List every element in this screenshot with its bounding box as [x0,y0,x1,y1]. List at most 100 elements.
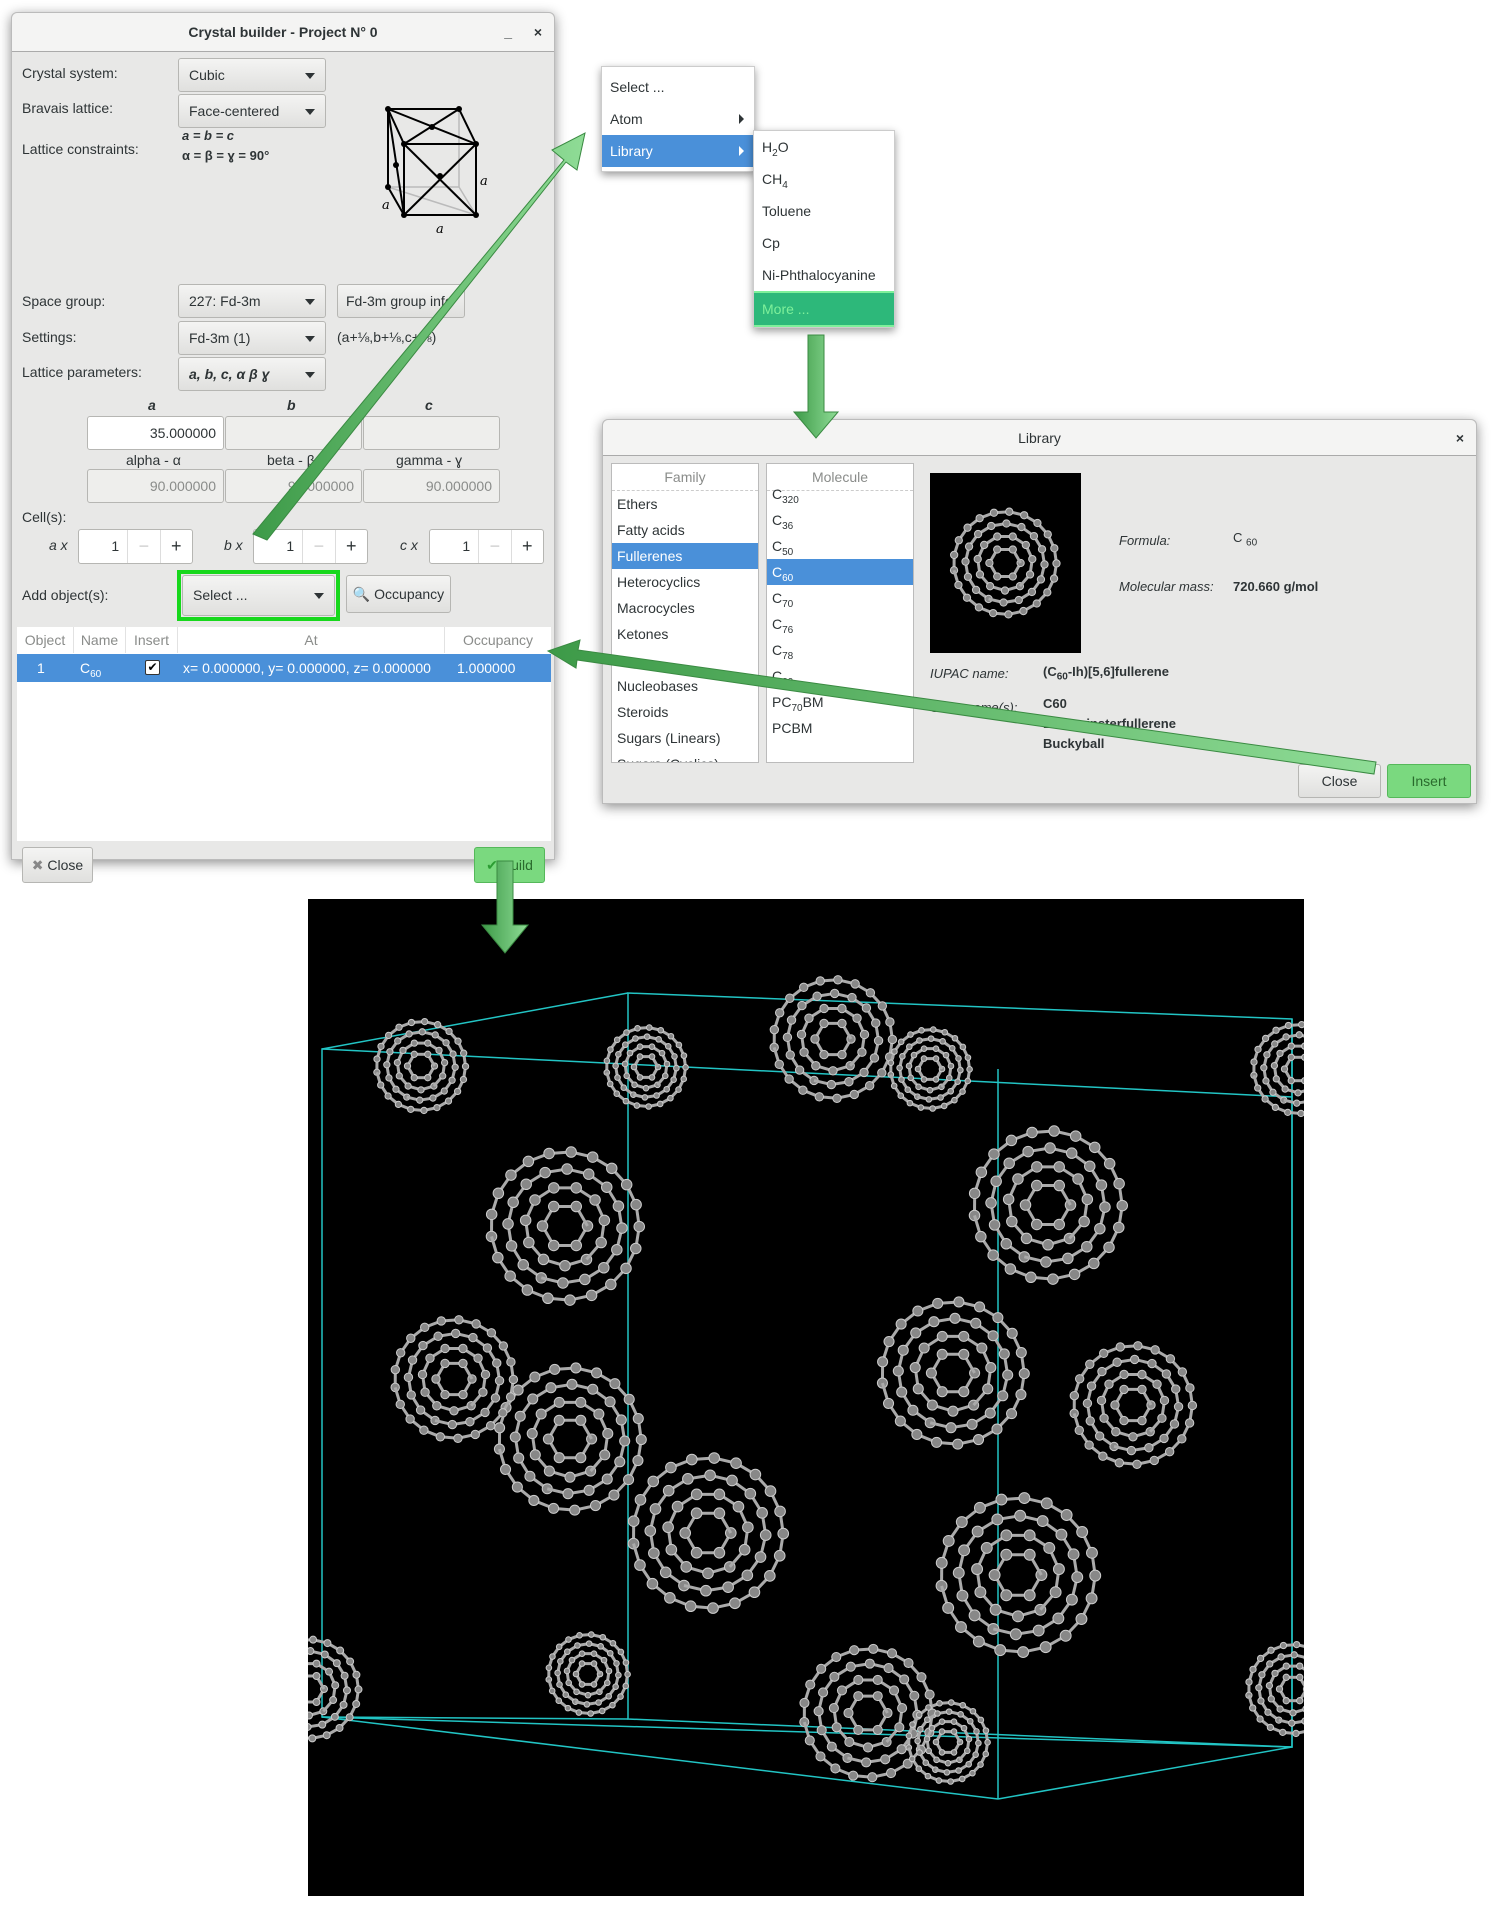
molecule-item[interactable]: PCBM [772,720,813,736]
cell-b-spinner[interactable]: 1−+ [253,529,368,564]
menu-item-library[interactable]: Library [602,135,754,167]
family-item[interactable]: Ethers [617,496,658,512]
molecule-item[interactable]: C320 [772,486,799,506]
library-title-bar: Library × [603,420,1476,456]
family-item[interactable]: Sugars (Linears) [617,730,721,746]
header-at[interactable]: At [178,627,445,653]
family-item[interactable]: Sugars (Cyclics) [612,751,758,762]
plus-button[interactable]: + [159,530,192,563]
family-item[interactable]: Fatty acids [617,522,685,538]
other-names-label: Other name(s): [930,700,1018,715]
space-group-value: 227: Fd-3m [189,293,261,309]
molecule-item[interactable]: C36 [772,512,794,532]
header-name[interactable]: Name [74,627,126,653]
molecule-header: Molecule [767,464,913,491]
family-item[interactable]: Macrocycles [617,600,695,616]
cell-c-spinner[interactable]: 1−+ [429,529,544,564]
c60-molecule [603,1024,689,1110]
param-b-input[interactable] [225,416,362,450]
header-object[interactable]: Object [17,627,74,653]
object-occupancy: 1.000000 [457,660,516,676]
gamma-input[interactable]: 90.000000 [363,469,500,503]
lattice-params-combo[interactable]: a, b, c, α β ɣ [178,357,326,391]
header-occupancy[interactable]: Occupancy [462,632,534,648]
crystal-3d-view[interactable] [308,899,1304,1896]
close-button[interactable]: ✖ Close [22,847,93,883]
cell-b-value[interactable]: 1 [286,538,295,554]
header-insert[interactable]: Insert [126,627,178,653]
close-window-button[interactable]: × [533,24,542,40]
molecule-item[interactable]: C70 [772,590,794,610]
library-close-icon[interactable]: × [1455,430,1464,446]
molecule-item[interactable]: C76 [772,616,794,636]
space-group-label: Space group: [22,293,106,309]
add-object-select[interactable]: Select ... [182,575,335,616]
menu-item-more[interactable]: More ... [754,291,894,327]
minus-button[interactable]: − [127,530,159,563]
add-object-menu: Select ... Atom Library [601,66,755,172]
occupancy-label: Occupancy [374,586,445,602]
cell-a-value[interactable]: 1 [111,538,120,554]
cell-c-value[interactable]: 1 [462,538,471,554]
plus-button[interactable]: + [510,530,543,563]
crystal-system-combo[interactable]: Cubic [178,58,326,92]
family-item[interactable]: Steroids [617,704,669,720]
settings-label: Settings: [22,329,77,345]
molecule-item[interactable]: C80 [772,668,794,688]
other-name: C60 [1043,696,1067,711]
iupac-label: IUPAC name: [930,666,1009,681]
menu-item-select[interactable]: Select ... [610,79,665,95]
mass-value: 720.660 g/mol [1233,579,1319,594]
chevron-down-icon [314,593,324,599]
submenu-item[interactable]: H2O [762,139,789,159]
family-item[interactable]: Ketones [617,626,669,642]
family-item[interactable] [612,647,758,673]
alpha-label: alpha - α [126,452,181,468]
beta-input[interactable]: 90.000000 [225,469,362,503]
minimize-button[interactable]: _ [504,24,512,40]
molecule-item[interactable]: C50 [772,538,794,558]
param-c-input[interactable] [363,416,500,450]
c60-molecule [373,1017,470,1115]
space-group-combo[interactable]: 227: Fd-3m [178,284,326,318]
bravais-value: Face-centered [189,103,280,119]
param-a-input[interactable]: 35.000000 [87,416,224,450]
table-row[interactable]: 1 C60 ✔ x= 0.000000, y= 0.000000, z= 0.0… [17,654,551,682]
lattice-params-label: Lattice parameters: [22,364,142,380]
molecule-item[interactable]: C78 [772,642,794,662]
chevron-down-icon [305,109,315,115]
submenu-item[interactable]: Cp [762,235,780,251]
alpha-input[interactable]: 90.000000 [87,469,224,503]
fcc-lattice-diagram: a a a [382,106,488,237]
diagram-label-a: a [436,222,444,237]
group-info-button[interactable]: Fd-3m group info [337,284,465,318]
minus-button[interactable]: − [478,530,510,563]
menu-item-atom[interactable]: Atom [602,103,754,135]
submenu-item[interactable]: Toluene [762,203,812,219]
object-position: x= 0.000000, y= 0.000000, z= 0.000000 [183,660,431,676]
plus-button[interactable]: + [334,530,367,563]
cell-a-spinner[interactable]: 1−+ [78,529,193,564]
family-item[interactable]: Heterocyclics [617,574,701,590]
settings-combo[interactable]: Fd-3m (1) [178,321,326,355]
insert-checkbox[interactable]: ✔ [145,660,160,675]
molecule-item[interactable]: C60 [767,559,913,585]
window-title: Crystal builder - Project N° 0 [188,24,378,40]
family-item[interactable]: Fullerenes [612,543,758,569]
c60-molecule [485,1146,645,1306]
c60-molecule [545,1631,631,1717]
library-close-button[interactable]: Close [1298,764,1381,798]
chevron-down-icon [305,73,315,79]
occupancy-button[interactable]: 🔍 Occupancy [346,575,451,613]
family-item[interactable]: Nucleobases [617,678,698,694]
molecule-item[interactable]: PC70BM [772,694,824,714]
build-button[interactable]: ✔ Build [474,847,545,883]
bravais-label: Bravais lattice: [22,100,114,116]
bravais-combo[interactable]: Face-centered [178,94,326,128]
submenu-item[interactable]: CH4 [762,171,788,191]
minus-button[interactable]: − [302,530,334,563]
submenu-item[interactable]: Ni-Phthalocyanine [762,267,876,283]
insert-button[interactable]: Insert [1387,764,1471,798]
